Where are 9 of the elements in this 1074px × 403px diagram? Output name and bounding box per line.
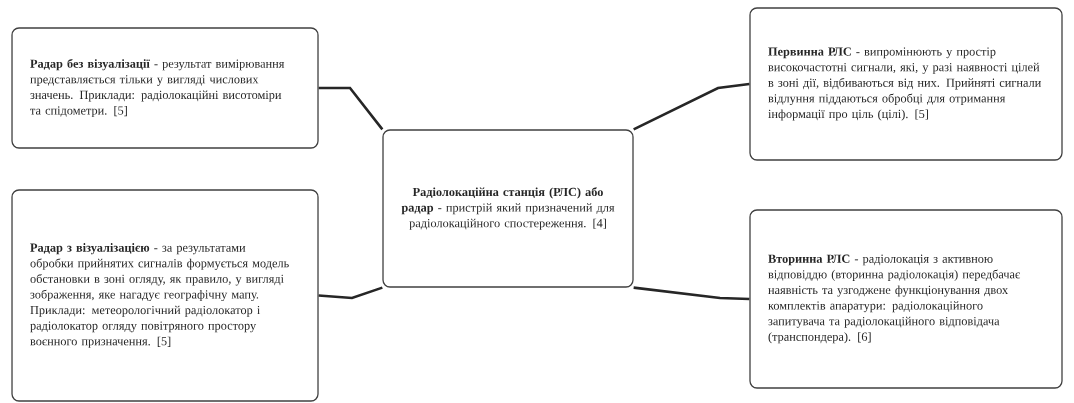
connector-line [318,86,384,131]
text-box: Радар з візуалізацією - за результатами обробки прийнятих сигналів формується модель обстановки в зоні огляду, як правило, у вигляді зображення, яке нагадує географічну мапу. Приклади: метеорологічний радіолокатор і радіолокатор огляду повітряного простору воєнного призначення. [5] [11,189,319,402]
connector-line [318,286,383,300]
text-box: Вторинна РЛС - радіолокація з активною відповіддю (вторинна радіолокація) передбачає наявність та узгоджене функціонування двох комплектів апаратури: радіолокаційного запитувача та радіолокаційного відповідача (транспондера). [6] [749,209,1063,389]
text-box: Радар без візуалізації - результат вимірювання представляється тільки у вигляді числових значень. Приклади: радіолокаційні висотоміри та спідометри. [5] [11,27,319,149]
text-box: Радіолокаційна станція (РЛС) або радар - пристрій який призначений для радіолокаційного спостереження. [4] [382,129,634,288]
connector-line [633,286,750,301]
text-box: Первинна РЛС - випромінюють у простір високочастотні сигнали, які, у разі наявності цілей в зоні дії, відбиваються від них. Прийняті сигнали відлуння піддаються обробці для отримання інформації про ціль (цілі). [5] [749,7,1063,161]
connector-line [633,82,750,131]
